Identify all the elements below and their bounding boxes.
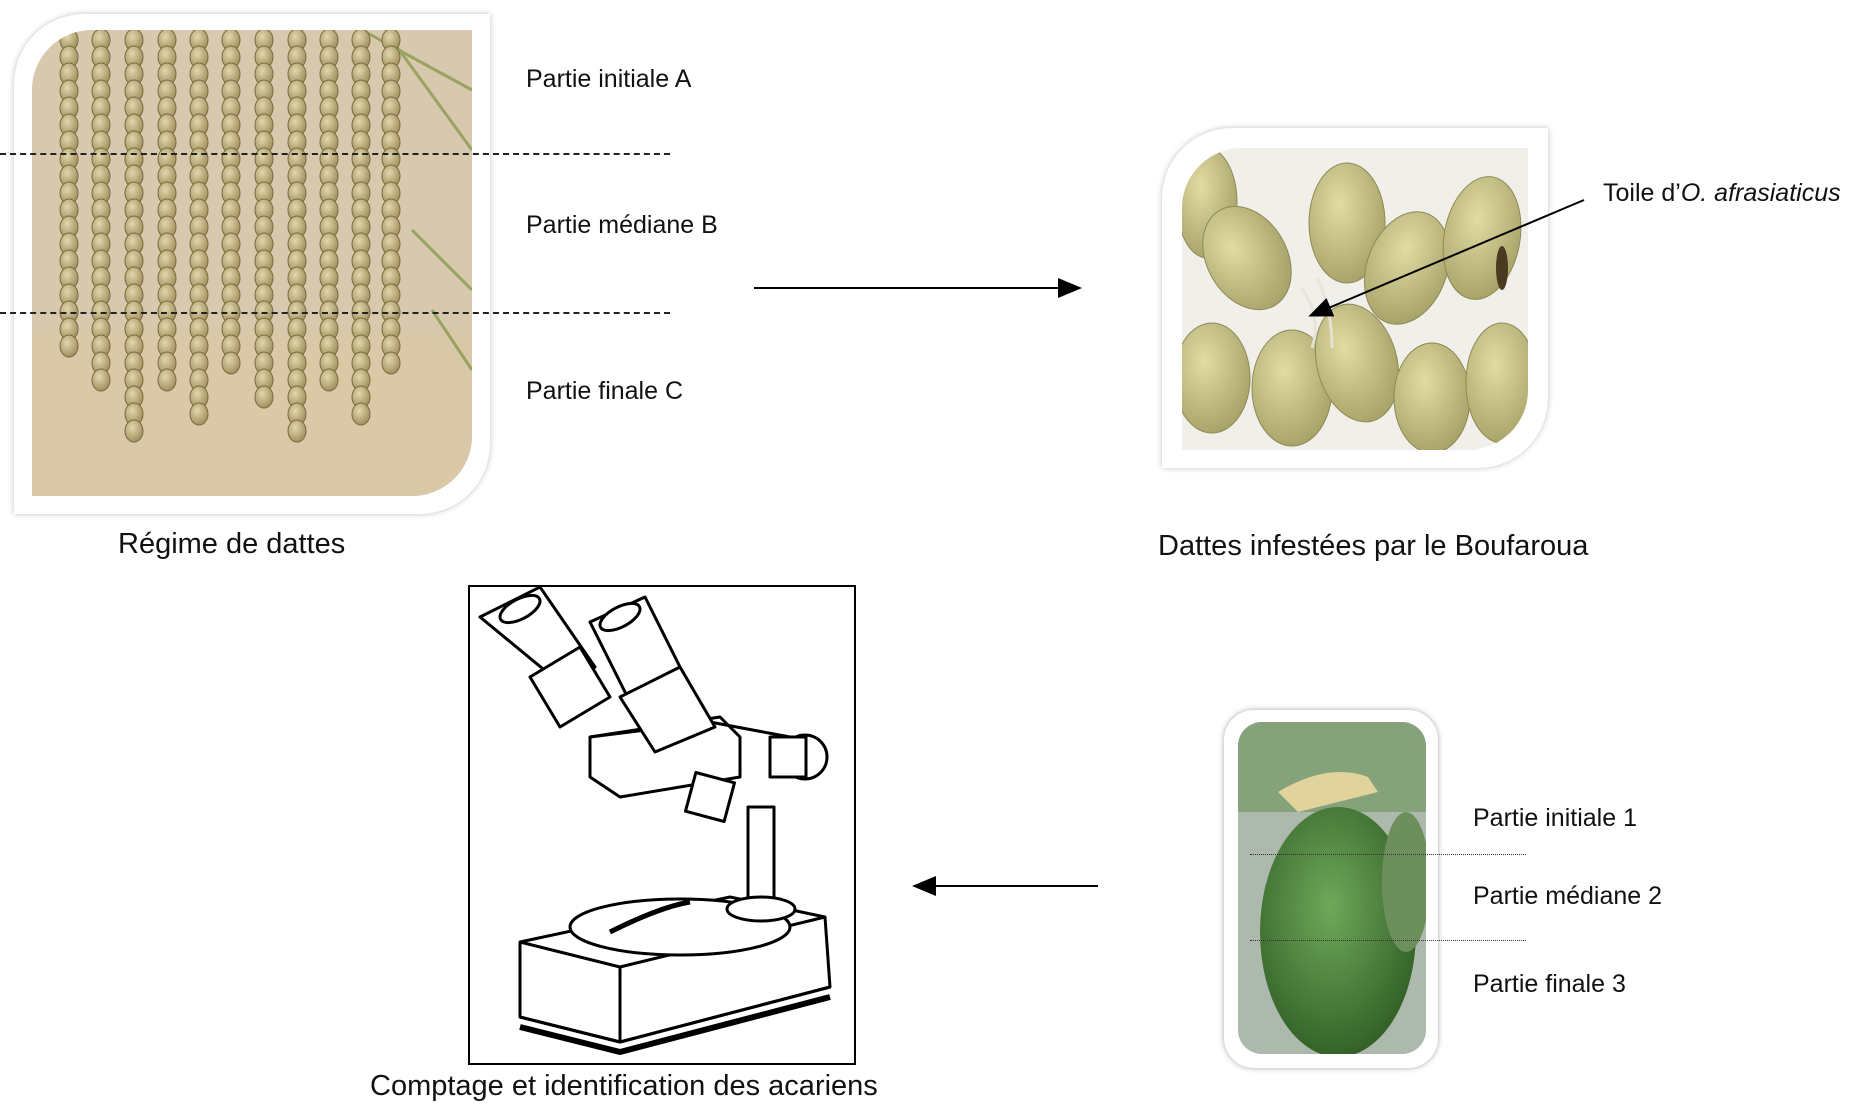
single-date-label-final: Partie finale 3 [1473,970,1626,999]
single-date-label-median: Partie médiane 2 [1473,882,1662,911]
bunch-caption: Régime de dattes [118,528,345,561]
single-date-photo [1238,722,1426,1054]
web-label: Toile d’O. afrasiaticus [1603,179,1841,208]
infested-caption: Dattes infestées par le Boufaroua [1158,530,1588,563]
bunch-label-median: Partie médiane B [526,211,718,240]
microscope-caption: Comptage et identification des acariens [370,1070,878,1103]
bunch-label-initial: Partie initiale A [526,65,691,94]
bunch-divider-2 [0,312,670,314]
bunch-divider-1 [0,153,670,155]
single-date-divider-2 [1250,940,1526,941]
infested-photo [1182,148,1528,450]
microscope-drawing [470,587,854,1063]
web-label-species: O. afrasiaticus [1681,179,1841,207]
web-label-prefix: Toile d’ [1603,179,1681,207]
single-date-label-initial: Partie initiale 1 [1473,804,1637,833]
date-bunch-photo [32,30,472,496]
single-date-divider-1 [1250,854,1526,855]
bunch-label-final: Partie finale C [526,377,683,406]
microscope-frame [468,585,856,1065]
